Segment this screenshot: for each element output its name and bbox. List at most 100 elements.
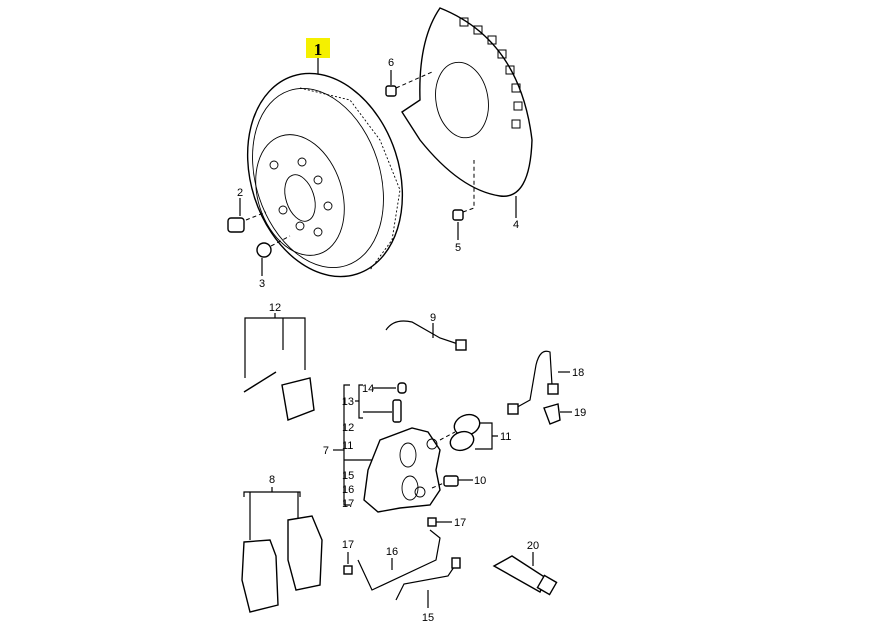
diagram-stroke	[299, 87, 401, 271]
diagram-stroke	[451, 557, 461, 569]
clip-19[interactable]: 19	[543, 403, 586, 425]
bolt-10[interactable]: 10	[431, 475, 486, 489]
diagram-stroke	[401, 7, 533, 197]
diagram-stroke	[473, 25, 483, 35]
diagram-stroke	[244, 313, 306, 378]
diagram-stroke	[284, 174, 316, 222]
callout-number: 16	[342, 484, 354, 496]
diagram-stroke	[431, 482, 445, 489]
screw-17-right[interactable]: 17	[427, 517, 466, 529]
diagram-stroke	[401, 475, 419, 501]
callout-number: 9	[430, 312, 436, 324]
diagram-stroke	[435, 61, 489, 139]
callout-number: 5	[455, 242, 461, 254]
spring-clip-16[interactable]: 16	[357, 529, 441, 591]
diagram-stroke	[363, 427, 441, 513]
bolt-6[interactable]: 6	[385, 57, 433, 97]
diagram-stroke	[252, 87, 384, 269]
brake-pads-8[interactable]: 8	[241, 474, 323, 613]
diagram-stroke	[399, 442, 417, 468]
diagram-stroke	[543, 403, 561, 425]
diagram-stroke	[357, 529, 441, 591]
callout-number: 1	[314, 40, 323, 59]
callout-number: 10	[474, 475, 486, 487]
diagram-stroke	[343, 384, 350, 506]
diagram-stroke	[487, 35, 497, 45]
callout-number: 7	[323, 445, 329, 457]
callout-number: 3	[259, 278, 265, 290]
diagram-stroke	[246, 72, 404, 278]
brake-line-18[interactable]: 18	[507, 350, 584, 415]
diagram-stroke	[475, 422, 498, 450]
diagram-stroke	[243, 487, 301, 540]
diagram-stroke	[343, 565, 353, 575]
diagram-stroke	[427, 517, 437, 527]
diagram-stroke	[536, 574, 558, 596]
callout-number: 13	[342, 396, 354, 408]
diagram-stroke	[513, 101, 523, 111]
pin-kit-12[interactable]: 12	[243, 302, 315, 421]
callout-number: 19	[574, 407, 586, 419]
callout-number: 15	[422, 612, 434, 624]
callout-number: 15	[342, 470, 354, 482]
diagram-stroke	[243, 371, 277, 393]
diagram-stroke	[269, 160, 279, 170]
callout-number: 11	[500, 431, 511, 443]
diagram-stroke	[459, 17, 469, 27]
diagram-stroke	[392, 399, 402, 423]
diagram-stroke	[455, 339, 467, 351]
diagram-stroke	[449, 430, 475, 452]
diagram-stroke	[443, 475, 459, 487]
diagram-stroke	[313, 175, 323, 185]
callout-number: 6	[388, 57, 394, 69]
diagram-stroke	[439, 431, 456, 441]
diagram-stroke	[323, 201, 333, 211]
callout-number: 14	[362, 383, 374, 395]
diagram-stroke	[227, 217, 245, 233]
diagram-stroke	[511, 350, 553, 411]
brake-disc[interactable]	[222, 53, 427, 297]
callout-number: 4	[513, 219, 519, 231]
diagram-stroke	[462, 160, 475, 213]
diagram-stroke	[397, 382, 407, 394]
diagram-stroke	[313, 227, 323, 237]
wear-sensor-15[interactable]: 15	[395, 557, 461, 624]
diagram-stroke	[278, 205, 288, 215]
diagram-stroke	[385, 320, 459, 345]
diagram-stroke	[507, 403, 519, 415]
callout-number: 17	[342, 539, 354, 551]
diagram-stroke	[511, 119, 521, 129]
callout-number: 17	[342, 498, 354, 510]
callout-number: 17	[454, 517, 466, 529]
callout-number: 12	[269, 302, 281, 314]
nut-3[interactable]: 3	[256, 235, 291, 290]
diagram-stroke	[511, 83, 521, 93]
callout-number: 20	[527, 540, 539, 552]
brake-dust-shield[interactable]: 4	[401, 7, 533, 231]
diagram-stroke	[287, 515, 323, 591]
diagram-stroke	[505, 65, 515, 75]
diagram-stroke	[256, 242, 272, 258]
screw-2[interactable]: 2	[227, 187, 267, 233]
diagram-stroke	[547, 383, 559, 395]
bolt-5[interactable]: 5	[452, 160, 475, 254]
diagram-stroke	[452, 209, 464, 221]
diagram-stroke	[306, 38, 330, 58]
seal-kit-11[interactable]: 11	[439, 411, 511, 453]
diagram-stroke	[245, 211, 267, 221]
diagram-stroke	[241, 539, 279, 613]
callout-number: 8	[269, 474, 275, 486]
screw-17-left[interactable]: 17	[342, 539, 354, 575]
wear-sensor-9[interactable]: 9	[385, 312, 467, 351]
diagram-stroke	[270, 235, 291, 247]
callout-number: 18	[572, 367, 584, 379]
diagram-stroke	[295, 221, 305, 231]
diagram-stroke	[297, 157, 307, 167]
callout-number: 11	[342, 440, 353, 452]
diagram-stroke	[414, 486, 426, 498]
diagram-stroke	[426, 438, 438, 450]
grease-tube-20[interactable]: 20	[492, 540, 558, 596]
diagram-stroke	[497, 49, 507, 59]
brake-caliper-7[interactable]: 7 13 14 12 11 15 16 17	[323, 382, 441, 513]
